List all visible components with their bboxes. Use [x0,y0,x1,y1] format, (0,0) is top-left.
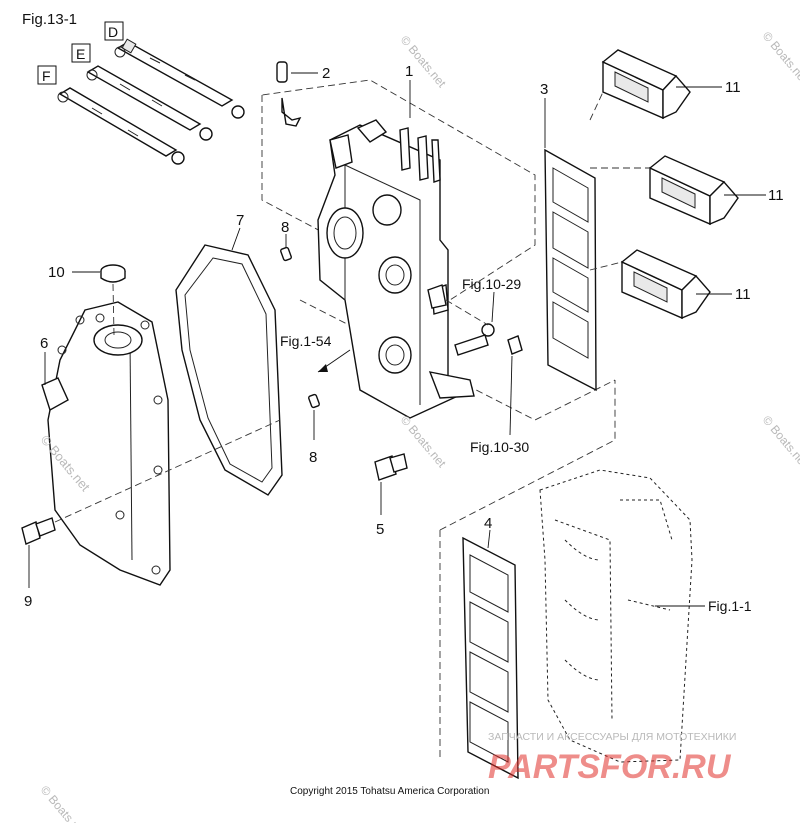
callout-7: 7 [236,212,244,229]
callout-5: 5 [376,521,384,538]
svg-text:E: E [76,46,85,62]
callout-6: 6 [40,335,48,352]
hose-d [114,38,234,107]
callout-1: 1 [405,63,413,80]
partsfor-logo: PARTSFOR.RU [488,748,732,786]
leader-fig10-29 [491,291,495,323]
leader-fig10-30 [509,355,513,436]
box-label-d: D [104,21,124,41]
cylinder-cover-part-6 [41,301,171,586]
partsfor-tagline: ЗАПЧАСТИ И АКСЕССУАРЫ ДЛЯ МОТОТЕХНИКИ [488,731,736,743]
gasket-part-4 [462,536,519,780]
leader-4 [487,529,491,549]
svg-text:D: D [108,24,118,40]
sensor-alignment [445,299,489,326]
box-label-f: F [37,65,57,85]
watermark-boats-6: © Boats.net [38,783,90,823]
svg-text:F: F [42,68,51,84]
callout-3: 3 [540,81,548,98]
ref-fig-10-29: Fig.10-29 [462,276,521,292]
ref-fig-1-1: Fig.1-1 [708,598,752,614]
plug-part-2 [276,61,318,127]
assembly-boundary-upper [261,79,536,301]
bolt-part-5 [374,453,408,481]
engine-block-fig-1-1 [539,469,693,763]
ref-fig-1-54: Fig.1-54 [280,333,332,349]
hose-e [86,65,202,131]
dowel-pin-lower [308,393,320,409]
watermark-boats-1: © Boats.net [398,33,450,91]
reed-valve-bottom [620,249,711,320]
ref-fig-10-30: Fig.10-30 [470,439,529,455]
gasket-part-7 [175,244,283,496]
hose-f [57,87,178,157]
callout-2: 2 [322,65,330,82]
cylinder-head-part-1 [317,119,475,419]
gasket-part-3 [544,148,597,392]
bolt-9-alignment [54,419,281,523]
reed-alignment-lines [589,91,650,271]
callout-8-upper: 8 [281,219,289,236]
copyright: Copyright 2015 Tohatsu America Corporati… [290,786,489,797]
reed-valve-top [601,49,691,120]
hose-clips [171,105,245,165]
watermark-boats-2: © Boats.net [760,29,800,87]
plug-part-10 [100,264,126,283]
sensor-detail [427,284,523,356]
callout-4: 4 [484,515,492,532]
bolt-part-9 [21,517,56,545]
plug-alignment [112,283,115,336]
reed-valve-middle [648,155,739,226]
block-boundary [439,380,616,760]
callout-10: 10 [48,264,65,281]
watermark-boats-5: © Boats.net [760,413,800,471]
leader-7 [231,227,241,251]
callout-8-lower: 8 [309,449,317,466]
callout-9: 9 [24,593,32,610]
callout-11-bottom: 11 [735,286,751,303]
assembly-boundary-lower [299,299,616,421]
fig-1-54-arrowhead [318,364,328,372]
figure-title: Fig.13-1 [22,11,77,28]
callout-11-top: 11 [725,79,741,96]
callout-11-middle: 11 [768,187,784,204]
dowel-pin-upper [280,246,292,262]
box-label-e: E [71,43,91,63]
